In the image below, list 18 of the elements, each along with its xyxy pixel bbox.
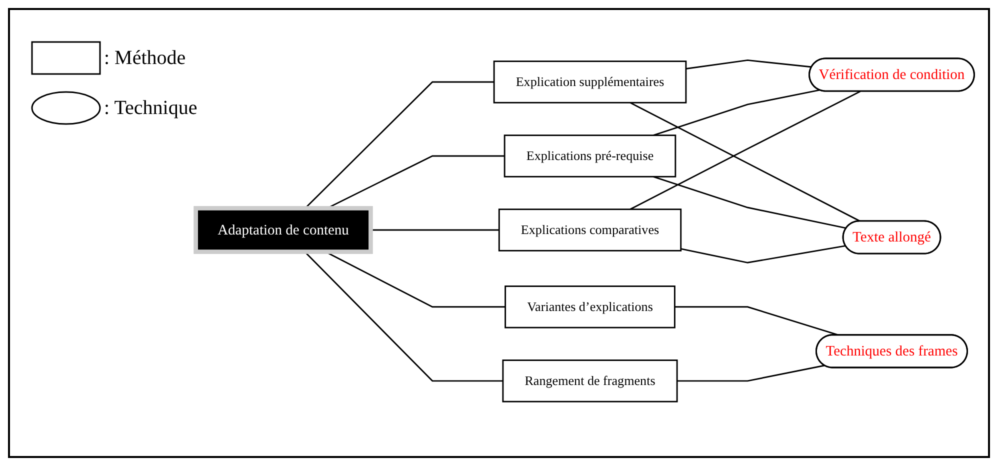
legend-text: : Technique — [104, 96, 198, 120]
node-box: Explications comparatives — [498, 208, 682, 252]
connector — [630, 90, 861, 210]
node-box: Explication supplémentaires — [493, 60, 687, 104]
connector — [653, 176, 847, 229]
connector — [630, 102, 861, 222]
connector — [686, 59, 812, 70]
node-box: Explications pré-requise — [504, 134, 676, 178]
connector — [370, 229, 500, 231]
node-box: Rangement de fragments — [502, 360, 678, 402]
connector — [304, 81, 494, 209]
connector — [653, 89, 820, 136]
connector — [677, 364, 825, 382]
connector — [304, 251, 503, 382]
node-box: Variantes d’explications — [504, 286, 676, 328]
legend-text: : Méthode — [104, 46, 186, 70]
connector — [680, 245, 846, 264]
node-box: Adaptation de contenu — [194, 206, 373, 254]
